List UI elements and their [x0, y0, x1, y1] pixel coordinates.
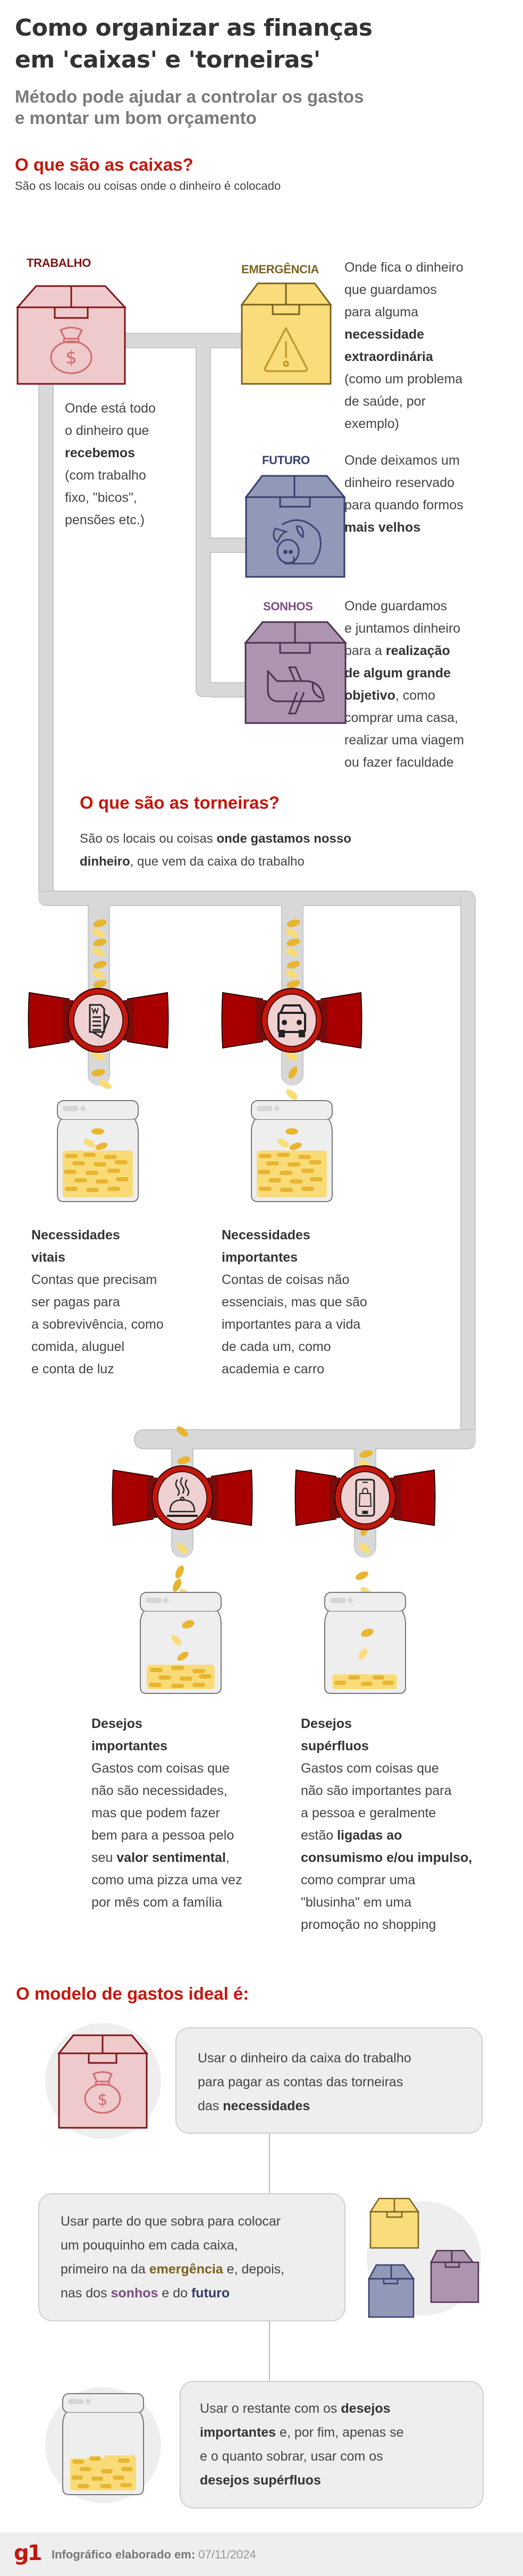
- step-3-card: Usar o restante com os desejos important…: [180, 2381, 484, 2508]
- footer-date: 07/11/2024: [198, 2548, 256, 2561]
- futuro-mini-box: [367, 2264, 415, 2318]
- tap-desc-necessidades-importantes: Necessidades importantes Contas de coisa…: [222, 1228, 367, 1377]
- page-subtitle-line-1: Método pode ajudar a controlar os gastos: [15, 87, 364, 106]
- sonhos-mini-box: [429, 2250, 479, 2303]
- box-label-futuro: FUTURO: [262, 454, 310, 467]
- warning-icon: [264, 327, 308, 372]
- pipe-main-horizontal-1: [38, 891, 475, 906]
- coin: [173, 1564, 186, 1580]
- tap-desc-desejos-importantes: Desejos importantes Gastos com coisas qu…: [91, 1716, 242, 1910]
- coin: [354, 1570, 370, 1582]
- jar-desejos-importantes: [140, 1592, 222, 1694]
- footer: g1 Infográfico elaborado em: 07/11/2024: [0, 2532, 523, 2576]
- box-label-sonhos: SONHOS: [263, 600, 313, 613]
- step-1-text: Usar o dinheiro da caixa do trabalho par…: [198, 2051, 411, 2113]
- step-1-card: Usar o dinheiro da caixa do trabalho par…: [175, 2027, 483, 2134]
- box-desc-emergencia: Onde fica o dinheiro que guardamos para …: [344, 260, 463, 431]
- svg-text:$: $: [65, 347, 77, 368]
- valve-importantes[interactable]: [220, 986, 364, 1055]
- model-heading: O modelo de gastos ideal é:: [16, 1984, 249, 2003]
- page-subtitle-line-2: e montar um bom orçamento: [15, 108, 257, 128]
- valve-desejos-superfluos[interactable]: [293, 1464, 437, 1533]
- page-title-line-1: Como organizar as finanças: [15, 14, 373, 41]
- box-label-emergencia: EMERGÊNCIA: [241, 263, 319, 276]
- box-desc-trabalho: Onde está todo o dinheiro que recebemos …: [65, 401, 156, 527]
- step-2-text: Usar parte do que sobra para colocar um …: [61, 2214, 285, 2301]
- boxes-lead: São os locais ou coisas onde o dinheiro …: [15, 179, 281, 192]
- document-icon: [89, 1004, 110, 1039]
- boxes-heading: O que são as caixas?: [15, 155, 193, 174]
- taps-lead: São os locais ou coisas onde gastamos no…: [80, 832, 351, 869]
- box-sonhos: [244, 621, 348, 724]
- work-box-icon: $: [57, 2034, 149, 2129]
- savings-boxes-icon: [367, 2197, 479, 2318]
- bold-realizacao: realização: [385, 643, 450, 658]
- tap-desc-vitais: Necessidades vitais Contas que precisam …: [31, 1228, 164, 1377]
- taps-heading: O que são as torneiras?: [80, 793, 280, 812]
- step-3-text: Usar o restante com os desejos important…: [200, 2401, 404, 2488]
- emergencia-mini-box: [369, 2197, 420, 2249]
- pipe-trabalho-down: [38, 383, 54, 906]
- tap-desc-desejos-superfluos: Desejos supérfluos Gastos com coisas que…: [301, 1716, 473, 1932]
- g1-logo[interactable]: g1: [14, 2541, 42, 2565]
- food-cloche-icon: [167, 1477, 198, 1517]
- valve-vitais[interactable]: [27, 986, 170, 1055]
- pipe-branch-vertical: [196, 347, 211, 697]
- pipe-trabalho-emergencia: [122, 333, 246, 348]
- svg-text:$: $: [97, 2091, 107, 2109]
- box-trabalho: $: [16, 285, 126, 385]
- pipe-main-horizontal-2: [134, 1429, 476, 1449]
- jar-importantes: [251, 1100, 333, 1202]
- footer-label: Infográfico elaborado em:: [52, 2548, 196, 2561]
- jar-vitais: [57, 1100, 139, 1202]
- box-futuro: [244, 475, 347, 578]
- box-emergencia: [240, 282, 332, 385]
- coin-jar-icon: [62, 2393, 144, 2495]
- pipe-to-sonhos: [210, 682, 247, 698]
- pipe-right-vertical: [460, 899, 476, 1449]
- box-label-trabalho: TRABALHO: [27, 256, 91, 270]
- box-desc-sonhos: Onde guardamos e juntamos dinheiro para …: [344, 599, 465, 770]
- valve-desejos-importantes[interactable]: [111, 1464, 254, 1533]
- phone-shopping-icon: [355, 1479, 375, 1517]
- jar-desejos-superfluos: [324, 1592, 406, 1694]
- footer-credit: Infográfico elaborado em: 07/11/2024: [52, 2547, 256, 2562]
- box-desc-futuro: Onde deixamos um dinheiro reservado para…: [344, 453, 463, 535]
- money-bag-icon: $: [50, 326, 92, 374]
- money-bag-icon: $: [84, 2071, 121, 2114]
- airplane-icon: [267, 666, 325, 715]
- step-2-card: Usar parte do que sobra para colocar um …: [38, 2193, 345, 2321]
- pipe-to-futuro: [210, 538, 247, 553]
- piggy-bank-icon: [273, 519, 322, 565]
- page-title-line-2: em 'caixas' e 'torneiras': [15, 46, 320, 73]
- car-icon: [277, 1004, 306, 1037]
